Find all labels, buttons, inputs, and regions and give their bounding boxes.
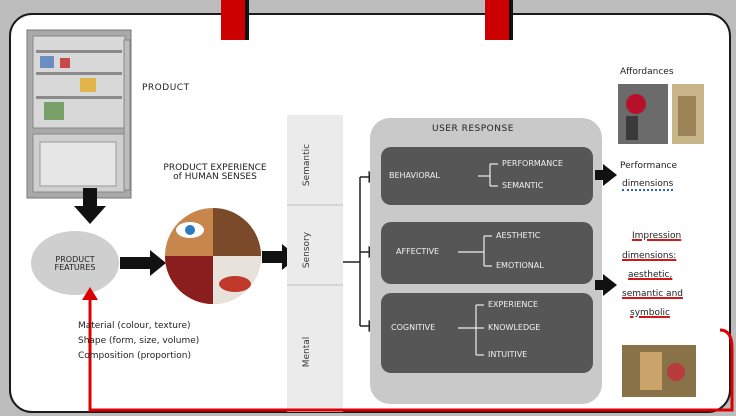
behavioral-label: BEHAVIORAL bbox=[389, 171, 440, 180]
cognitive-item-intuitive: INTUITIVE bbox=[488, 350, 528, 359]
product-experience-label: PRODUCT EXPERIENCE of HUMAN SENSES bbox=[163, 163, 267, 183]
sense-column bbox=[287, 115, 343, 412]
behavioral-item-performance: PERFORMANCE bbox=[502, 159, 563, 168]
impression-line-1: Impression bbox=[632, 231, 682, 241]
performance-dimensions-line-2: dimensions bbox=[622, 179, 674, 191]
senses-collage-image bbox=[165, 208, 261, 304]
product-features-label: PRODUCT FEATURES bbox=[54, 255, 96, 273]
affordance-image bbox=[618, 84, 704, 144]
top-tab-right bbox=[485, 0, 509, 40]
cognitive-item-knowledge: KNOWLEDGE bbox=[488, 323, 541, 332]
cognitive-box bbox=[381, 293, 593, 373]
affective-item-emotional: EMOTIONAL bbox=[496, 261, 544, 270]
top-tab-left bbox=[221, 0, 245, 40]
affective-label: AFFECTIVE bbox=[396, 247, 440, 256]
impression-line-4: semantic and bbox=[622, 289, 683, 299]
behavioral-item-semantic: SEMANTIC bbox=[502, 181, 544, 190]
affordances-label: Affordances bbox=[620, 67, 674, 77]
refrigerator-image bbox=[26, 29, 132, 199]
cognitive-label: COGNITIVE bbox=[391, 323, 436, 332]
affective-item-aesthetic: AESTHETIC bbox=[496, 231, 541, 240]
product-label: PRODUCT bbox=[142, 83, 190, 93]
feedback-loop-line bbox=[88, 292, 734, 412]
feature-material: Material (colour, texture) bbox=[78, 321, 191, 331]
feature-shape: Shape (form, size, volume) bbox=[78, 336, 200, 346]
affective-box bbox=[381, 222, 593, 284]
semantic-vertical-label: Semantic bbox=[302, 143, 312, 187]
feature-composition: Composition (proportion) bbox=[78, 351, 191, 361]
impression-line-2: dimensions: bbox=[622, 251, 677, 261]
impression-line-5: symbolic bbox=[630, 308, 670, 318]
impression-line-3: aesthetic, bbox=[628, 270, 673, 280]
performance-dimensions-line-1: Performance bbox=[620, 161, 678, 171]
user-response-title: USER RESPONSE bbox=[432, 124, 514, 134]
cognitive-item-experience: EXPERIENCE bbox=[488, 300, 539, 309]
sensory-vertical-label: Sensory bbox=[302, 231, 312, 269]
product-features-ellipse bbox=[31, 231, 119, 295]
product-in-use-image bbox=[622, 345, 696, 397]
mental-vertical-label: Mental bbox=[302, 336, 312, 368]
